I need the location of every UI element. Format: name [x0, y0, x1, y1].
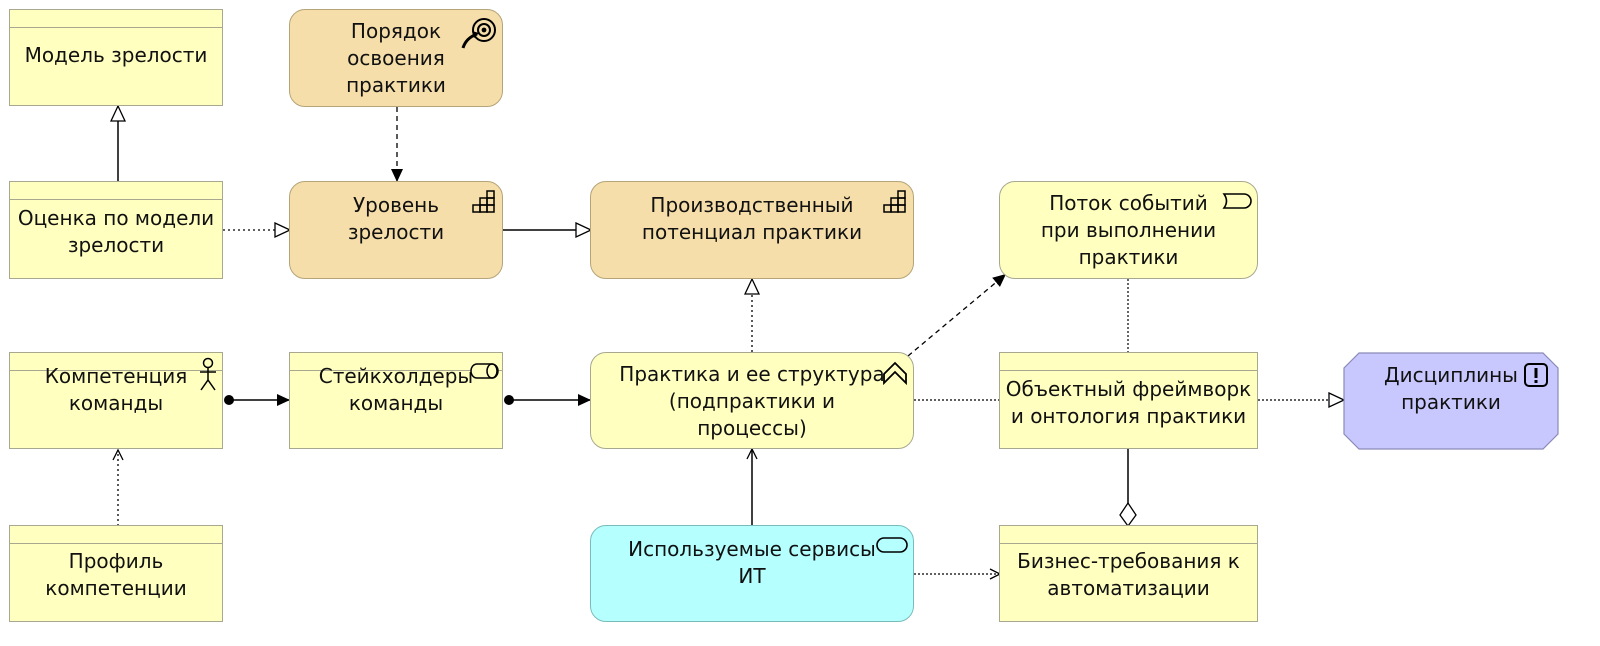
object-band: [10, 199, 222, 200]
node-label: Производственный потенциал практики: [641, 193, 863, 244]
node-automation-requirements[interactable]: Бизнес-требования к автоматизации: [999, 525, 1258, 622]
service-icon: [876, 537, 908, 553]
business-event-icon: [1222, 193, 1252, 209]
node-label: Компетенция команды: [44, 364, 188, 415]
node-label: Поток событий при выполнении практики: [1040, 191, 1217, 269]
octagon-shape: [1343, 352, 1559, 450]
node-practice-disciplines[interactable]: Дисциплины практики: [1343, 352, 1559, 450]
node-maturity-assessment[interactable]: Оценка по модели зрелости: [9, 181, 223, 279]
node-label: Практика и ее структура (подпрактики и п…: [619, 362, 885, 440]
goal-target-icon: [461, 18, 496, 49]
node-maturity-level[interactable]: Уровень зрелости: [289, 181, 503, 279]
node-team-stakeholders[interactable]: Стейкхолдеры команды: [289, 352, 503, 449]
object-band: [10, 27, 222, 28]
node-label: Уровень зрелости: [347, 193, 445, 244]
node-maturity-model[interactable]: Модель зрелости: [9, 9, 223, 106]
node-production-potential[interactable]: Производственный потенциал практики: [590, 181, 914, 279]
value-stream-chevron-icon: [883, 361, 907, 386]
node-practice-mastery-order[interactable]: Порядок освоения практики: [289, 9, 503, 107]
node-competence-profile[interactable]: Профиль компетенции: [9, 525, 223, 622]
node-label: Порядок освоения практики: [346, 19, 446, 97]
node-practice-structure[interactable]: Практика и ее структура (подпрактики и п…: [590, 352, 914, 449]
object-band: [1000, 543, 1257, 544]
capability-steps-icon: [472, 190, 495, 213]
object-band: [10, 370, 222, 371]
node-object-framework[interactable]: Объектный фреймворк и онтология практики: [999, 352, 1258, 449]
node-label: Стейкхолдеры команды: [318, 364, 474, 415]
role-icon: [470, 363, 499, 379]
principle-exclamation-icon: [1524, 363, 1548, 387]
actor-icon: [200, 357, 216, 391]
object-band: [1000, 370, 1257, 371]
edge-practice-to-flow: [907, 273, 1007, 357]
node-label: Используемые сервисы ИТ: [628, 537, 876, 588]
node-label: Дисциплины практики: [1384, 363, 1518, 414]
node-label: Бизнес-требования к автоматизации: [1017, 549, 1240, 600]
capability-steps-icon: [883, 190, 906, 213]
node-team-competence[interactable]: Компетенция команды: [9, 352, 223, 449]
object-band: [10, 543, 222, 544]
node-event-flow[interactable]: Поток событий при выполнении практики: [999, 181, 1258, 279]
node-label: Оценка по модели зрелости: [17, 206, 215, 257]
node-it-services[interactable]: Используемые сервисы ИТ: [590, 525, 914, 622]
node-label: Объектный фреймворк и онтология практики: [1005, 377, 1252, 428]
object-band: [290, 370, 502, 371]
node-label: Модель зрелости: [24, 43, 208, 67]
node-label: Профиль компетенции: [45, 549, 187, 600]
